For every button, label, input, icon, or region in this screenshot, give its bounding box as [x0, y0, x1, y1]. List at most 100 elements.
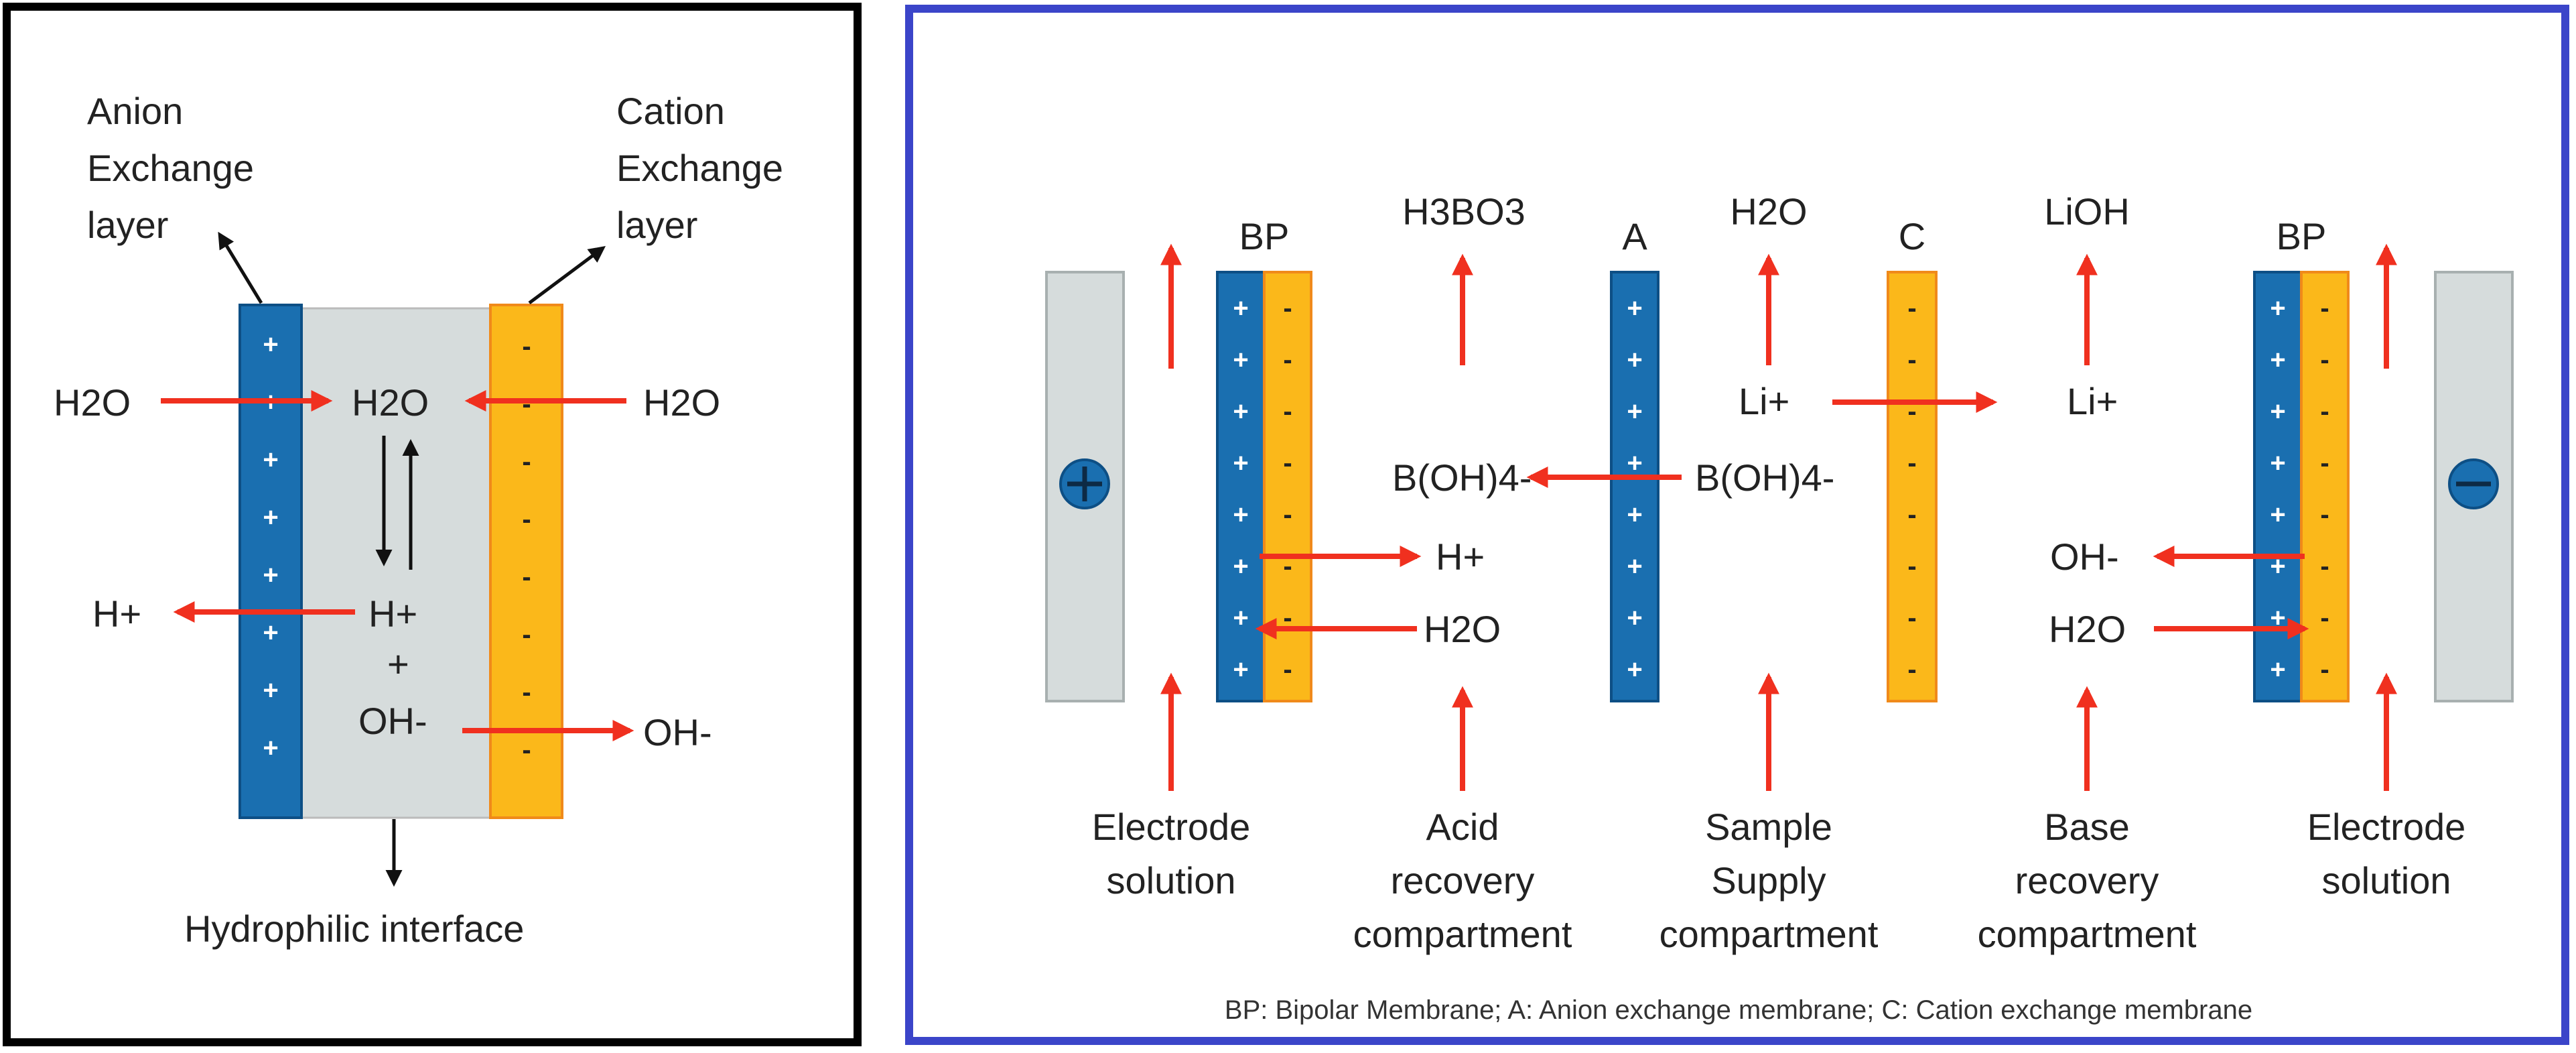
- bp-left-cation-side: [1263, 271, 1312, 702]
- cation-layer-charges: --------: [522, 332, 531, 765]
- plus-center-text: +: [387, 643, 409, 685]
- plus-electrode-icon: [1059, 458, 1110, 509]
- boh4-right-text: B(OH)4-: [1695, 456, 1834, 499]
- membrane-plus-sign: +: [2270, 345, 2285, 375]
- anion-plus-sign: +: [263, 445, 278, 475]
- oh-minus-text: OH-: [2050, 536, 2119, 578]
- h3bo3-text: H3BO3: [1402, 190, 1526, 233]
- cation-minus-sign: -: [522, 447, 531, 477]
- membrane-plus-sign: +: [2270, 294, 2285, 323]
- anion-label-pointer: [218, 231, 263, 304]
- membrane-minus-sign: -: [2320, 397, 2329, 426]
- membrane-minus-sign: -: [1283, 345, 1292, 375]
- compartment-label-line: Sample: [1705, 806, 1832, 848]
- water-left-text: H2O: [54, 381, 131, 424]
- compartment-label-line: recovery: [1391, 859, 1535, 902]
- membrane-plus-sign: +: [1627, 655, 1642, 684]
- bp-right-anion-side: [2253, 271, 2303, 702]
- hydrophilic-interface: [300, 307, 492, 819]
- h2o-left-text: H2O: [1424, 608, 1501, 650]
- anion-label-line-1: Anion: [87, 90, 183, 132]
- h2o-top-text: H2O: [1730, 190, 1807, 233]
- membrane-plus-sign: +: [1233, 552, 1248, 581]
- minus-electrode-icon: [2448, 458, 2499, 509]
- h2o-right-text: H2O: [2049, 608, 2126, 650]
- membrane-plus-sign: +: [2270, 500, 2285, 530]
- membrane-minus-sign: -: [1283, 448, 1292, 478]
- hydroxide-center-text: OH-: [358, 700, 427, 742]
- flow-arrows: [1160, 243, 2397, 791]
- cation-label-line-1: Cation: [616, 90, 725, 132]
- membrane-plus-sign: +: [1233, 448, 1248, 478]
- membrane-plus-sign: +: [1627, 448, 1642, 478]
- cation-label-line-2: Exchange: [616, 147, 783, 189]
- lioh-text: LiOH: [2044, 190, 2130, 233]
- membrane-minus-sign: -: [1283, 500, 1292, 530]
- membrane-minus-sign: -: [1907, 448, 1916, 478]
- water-center-text: H2O: [352, 381, 429, 424]
- membrane-plus-sign: +: [1627, 552, 1642, 581]
- a-label: A: [1622, 215, 1647, 257]
- cation-minus-sign: -: [522, 505, 531, 534]
- membrane-minus-sign: -: [2320, 294, 2329, 323]
- anion-membrane: [1610, 271, 1659, 702]
- membrane-minus-sign: -: [1283, 294, 1292, 323]
- li-right-text: Li+: [2067, 380, 2118, 422]
- li-left-text: Li+: [1739, 380, 1789, 422]
- membrane-minus-sign: -: [2320, 655, 2329, 684]
- anion-plus-sign: +: [263, 503, 278, 532]
- compartment-label-line: solution: [2321, 859, 2451, 902]
- anion-plus-sign: +: [263, 676, 278, 705]
- anion-exchange-layer: [239, 304, 303, 819]
- membrane-plus-sign: +: [1233, 345, 1248, 375]
- membrane-plus-sign: +: [1627, 397, 1642, 426]
- compartment-label-line: compartment: [1353, 913, 1572, 955]
- compartment-labels: Electrode solution Acid recovery compartment…: [1092, 806, 2466, 955]
- compartment-label-line: compartment: [1978, 913, 2197, 955]
- membrane-plus-sign: +: [1233, 655, 1248, 684]
- membrane-plus-sign: +: [1627, 500, 1642, 530]
- membrane-plus-sign: +: [1627, 603, 1642, 633]
- bp-right-cation-side: [2300, 271, 2350, 702]
- membrane-minus-sign: -: [1907, 345, 1916, 375]
- membrane-plus-sign: +: [1627, 294, 1642, 323]
- anion-label-line-3: layer: [87, 204, 168, 246]
- membrane-plus-sign: +: [2270, 448, 2285, 478]
- bp-right-label: BP: [2277, 215, 2327, 257]
- cation-minus-sign: -: [522, 562, 531, 592]
- membrane-charges: +++---+++---+++---+++---+++---+++---+++-…: [1233, 294, 2329, 684]
- anion-label-line-2: Exchange: [87, 147, 254, 189]
- anion-plus-sign: +: [263, 560, 278, 590]
- proton-out-text: H+: [92, 593, 141, 635]
- cation-label-line-3: layer: [616, 204, 697, 246]
- membrane-minus-sign: -: [1283, 397, 1292, 426]
- membrane-minus-sign: -: [2320, 500, 2329, 530]
- cation-label-pointer: [528, 246, 606, 305]
- proton-center-text: H+: [368, 593, 417, 635]
- membrane-minus-sign: -: [1283, 603, 1292, 633]
- compartment-label-line: Supply: [1711, 859, 1826, 902]
- compartment-label-line: Acid: [1426, 806, 1499, 848]
- membrane-minus-sign: -: [1907, 603, 1916, 633]
- membrane-plus-sign: +: [1627, 345, 1642, 375]
- anion-plus-sign: +: [263, 330, 278, 359]
- bp-left-anion-side: [1216, 271, 1266, 702]
- compartment-label-line: Electrode: [2307, 806, 2466, 848]
- membrane-minus-sign: -: [2320, 603, 2329, 633]
- cation-minus-sign: -: [522, 332, 531, 361]
- boh4-left-text: B(OH)4-: [1392, 456, 1532, 499]
- anion-layer-charges: ++++++++: [263, 330, 278, 763]
- membrane-plus-sign: +: [2270, 603, 2285, 633]
- membrane-plus-sign: +: [2270, 397, 2285, 426]
- membrane-minus-sign: -: [1907, 294, 1916, 323]
- membrane-plus-sign: +: [1233, 294, 1248, 323]
- h-plus-text: H+: [1436, 536, 1485, 578]
- compartment-label-line: recovery: [2015, 859, 2159, 902]
- membrane-minus-sign: -: [2320, 552, 2329, 581]
- interface-label: Hydrophilic interface: [184, 908, 524, 950]
- c-label: C: [1899, 215, 1925, 257]
- cation-minus-sign: -: [522, 735, 531, 765]
- cation-minus-sign: -: [522, 389, 531, 419]
- anion-plus-sign: +: [263, 733, 278, 763]
